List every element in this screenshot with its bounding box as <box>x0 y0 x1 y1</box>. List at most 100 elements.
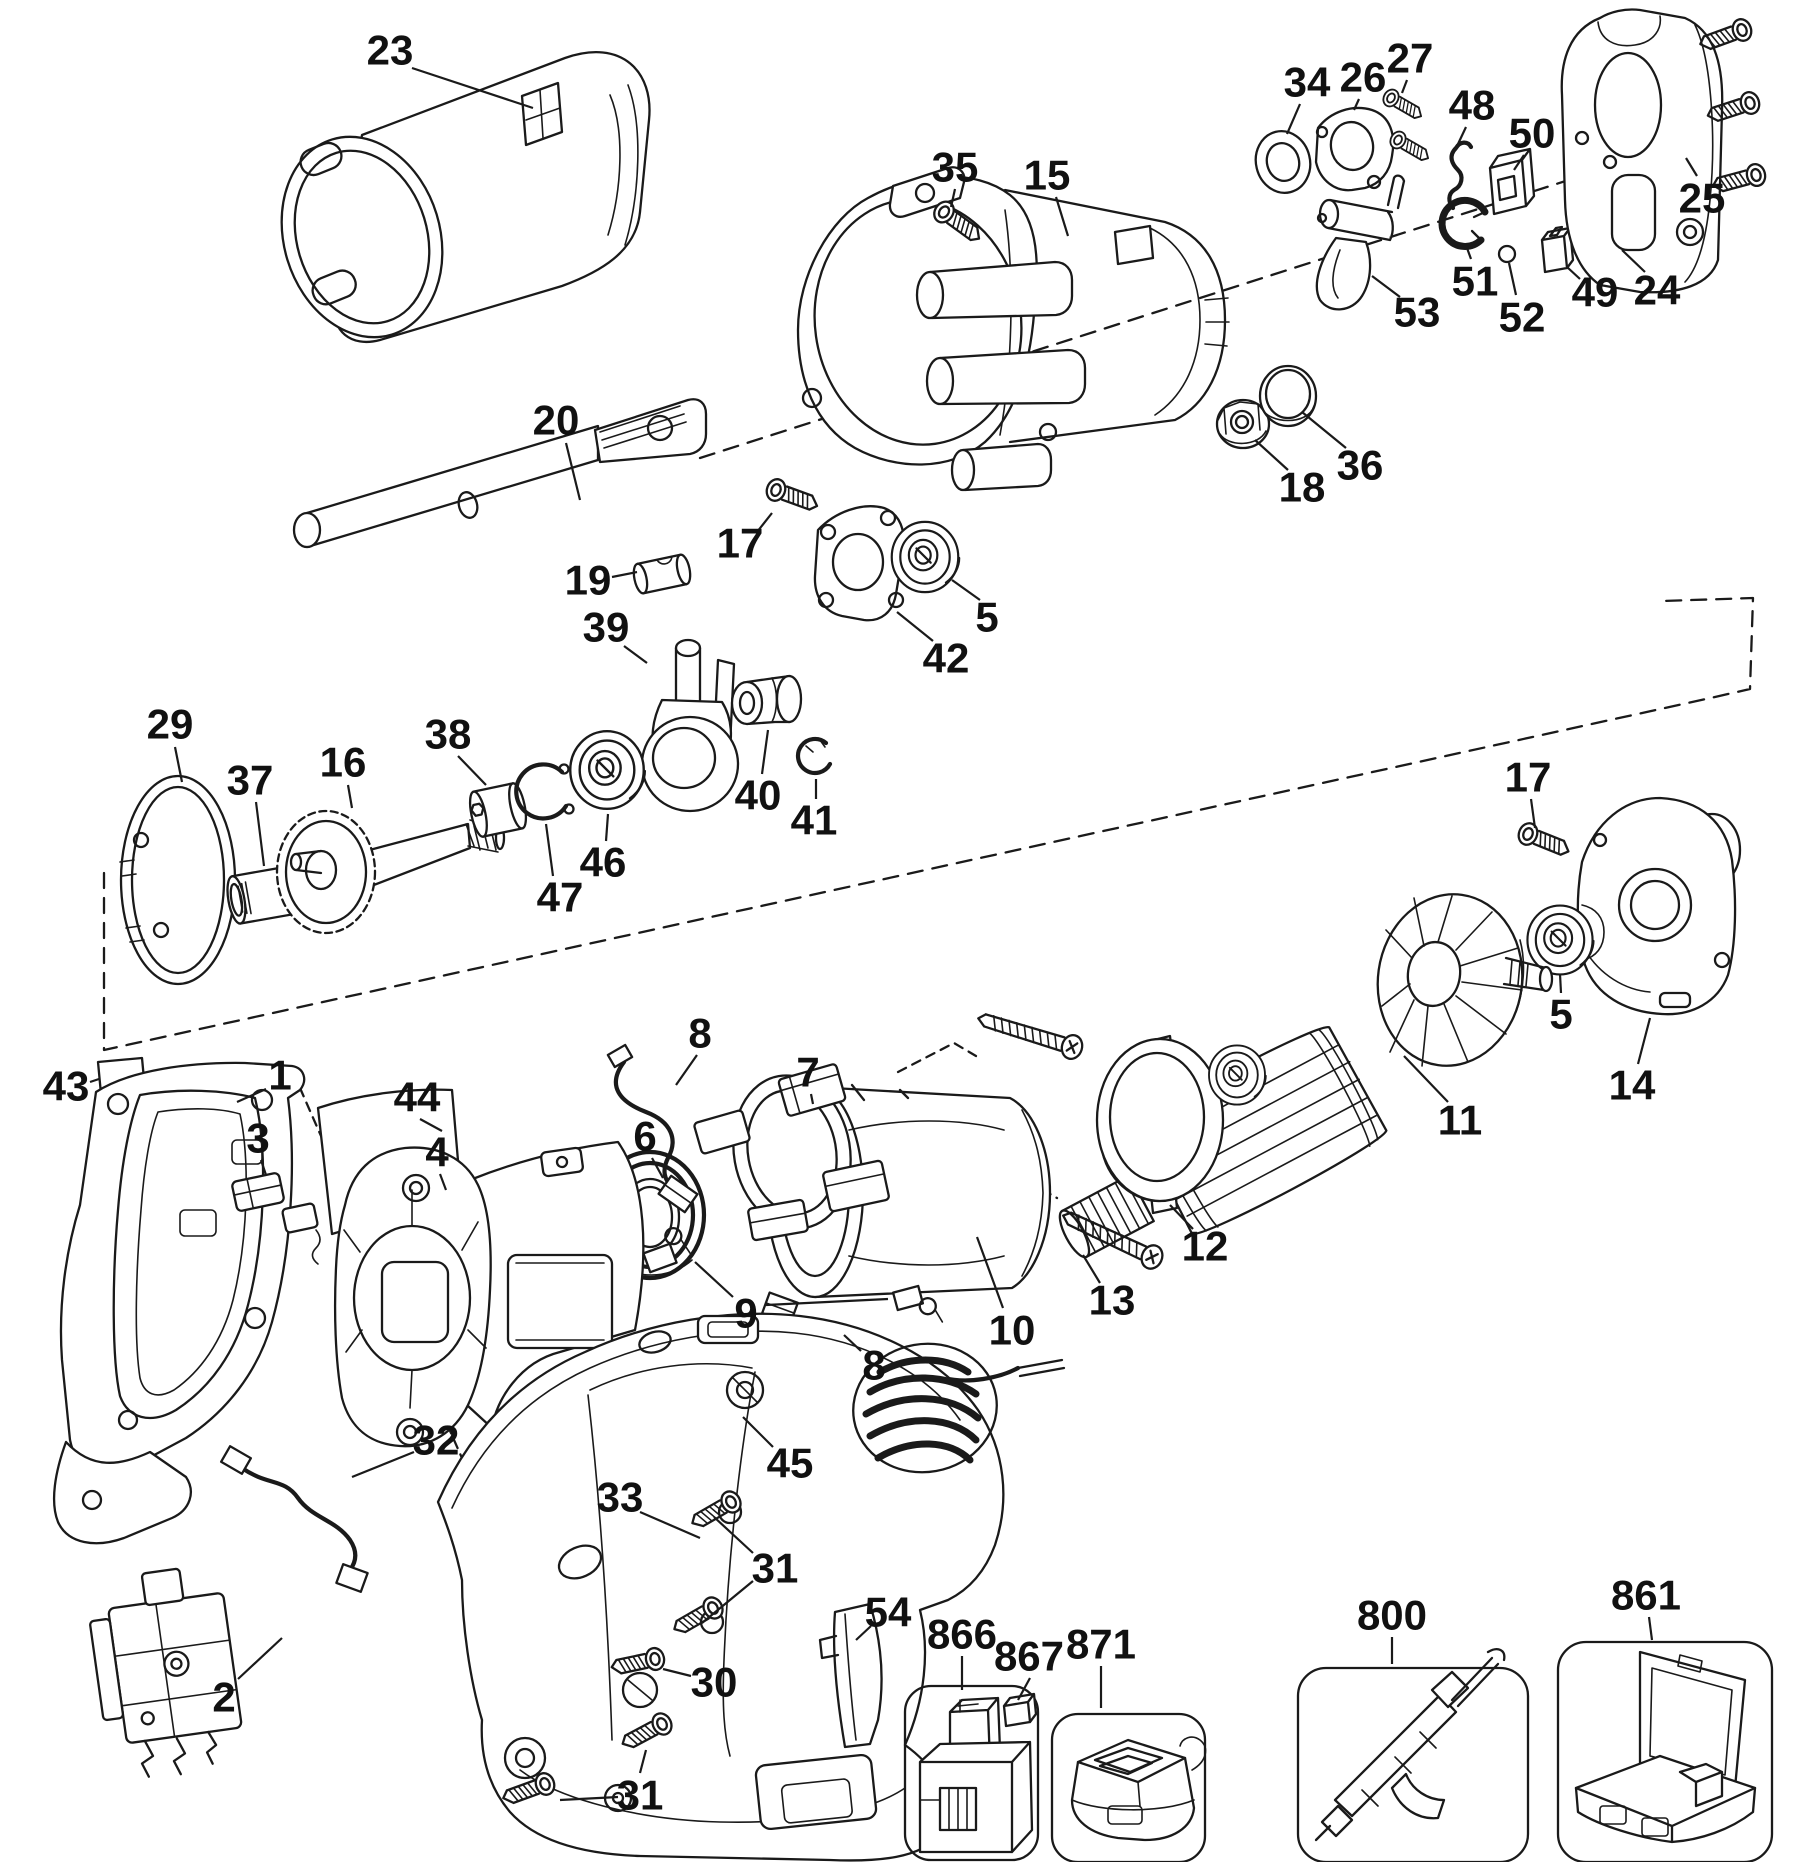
accessory-861-kit-box <box>1556 1640 1774 1862</box>
part-number-label: 8 <box>862 1342 885 1389</box>
leader-line <box>1647 1616 1654 1641</box>
part-number-label: 26 <box>1340 54 1387 101</box>
part-number-label: 867 <box>994 1633 1064 1680</box>
leader-line <box>855 1625 872 1641</box>
part-18-nut <box>1215 398 1271 450</box>
part-number-label: 6 <box>633 1113 656 1160</box>
leader-line <box>611 570 638 579</box>
part-5-bearing-top <box>890 520 961 594</box>
leader-line <box>843 1334 862 1352</box>
part-8-lead-wire-top <box>606 1043 699 1214</box>
leader-line <box>949 188 957 208</box>
leader-line <box>694 1261 734 1298</box>
leader-line <box>351 1450 415 1479</box>
part-number-label: 45 <box>767 1440 814 1487</box>
part-41-e-clip <box>795 736 833 775</box>
part-number-label: 27 <box>1387 35 1434 82</box>
part-3-lock-button <box>231 1172 321 1265</box>
part-23-motor-cover <box>280 51 651 343</box>
part-number-label: 41 <box>791 797 838 844</box>
part-7-brush-holder <box>693 1063 890 1242</box>
leader-line <box>1254 439 1289 471</box>
leader-line <box>1507 262 1518 296</box>
part-number-label: 51 <box>1452 258 1499 305</box>
part-14-motor-end-cap <box>1576 796 1742 1016</box>
leader-line <box>259 1159 268 1176</box>
leader-line <box>411 66 534 110</box>
leader-line <box>1169 1204 1194 1230</box>
part-number-label: 30 <box>691 1659 738 1706</box>
part-number-label: 19 <box>565 557 612 604</box>
part-number-label: 4 <box>425 1129 449 1176</box>
part-number-label: 10 <box>989 1307 1036 1354</box>
leader-line <box>1352 98 1361 111</box>
part-number-label: 47 <box>537 874 584 921</box>
leader-line <box>623 645 648 664</box>
part-number-label: 14 <box>1609 1062 1656 1109</box>
part-19-pin <box>632 553 692 595</box>
leader-line <box>438 1173 448 1191</box>
part-number-label: 37 <box>227 757 274 804</box>
part-39-crank-counterweight <box>640 638 740 813</box>
leader-line <box>1082 1254 1101 1284</box>
part-number-label: 25 <box>1679 175 1726 222</box>
leader-line <box>1301 411 1347 449</box>
part-54-cover-clip <box>818 1602 883 1749</box>
part-number-label: 49 <box>1572 269 1619 316</box>
part-34-washer <box>1254 130 1312 194</box>
part-4-motor-housing <box>333 1140 645 1448</box>
part-5-bearing-middle <box>1208 1044 1267 1106</box>
part-number-label: 44 <box>394 1074 441 1121</box>
part-number-label: 11 <box>1438 1097 1482 1144</box>
part-number-label: 8 <box>688 1010 711 1057</box>
accessory-871-charger-box <box>1050 1712 1207 1862</box>
part-number-label: 16 <box>320 739 367 786</box>
part-number-label: 48 <box>1449 82 1496 129</box>
part-number-label: 2 <box>212 1674 235 1721</box>
part-number-label: 20 <box>533 397 580 444</box>
leader-line <box>675 1054 698 1086</box>
part-38-spacer <box>468 782 528 838</box>
leader-line <box>713 1516 754 1554</box>
accessory-800-lubricator-box <box>1296 1648 1530 1862</box>
leader-line <box>639 1510 701 1540</box>
part-number-label: 38 <box>425 711 472 758</box>
part-number-label: 32 <box>413 1417 460 1464</box>
part-9-brush-set <box>642 1226 944 1323</box>
leader-line <box>742 1416 774 1448</box>
part-number-label: 7 <box>796 1049 819 1096</box>
part-number-label: 800 <box>1357 1592 1427 1639</box>
part-24-shoe-bracket <box>1560 8 1724 294</box>
part-number-label: 24 <box>1634 267 1681 314</box>
part-17-screw-left <box>762 475 823 517</box>
part-number-label: 31 <box>617 1772 664 1819</box>
accessory-866-battery-box <box>903 1684 1040 1862</box>
leader-line <box>701 1580 754 1624</box>
leader-line <box>896 611 934 642</box>
part-20-output-shaft <box>292 398 708 549</box>
part-5-bearing-right <box>1526 904 1595 976</box>
part-1-rear-housing <box>52 1061 306 1545</box>
leader-line <box>236 1087 267 1104</box>
leader-line <box>564 442 582 501</box>
part-15-gear-case <box>796 166 1230 492</box>
part-12-baffle <box>1095 1034 1225 1215</box>
part-number-label: 39 <box>583 604 630 651</box>
part-number-label: 9 <box>734 1290 757 1337</box>
leader-line <box>756 512 773 533</box>
leader-line <box>544 823 555 877</box>
leader-line <box>765 1297 889 1307</box>
part-number-label: 23 <box>367 27 414 74</box>
part-2-switch <box>89 1567 243 1778</box>
leader-line <box>1017 1677 1031 1701</box>
leader-line <box>237 1637 283 1680</box>
part-32-wire <box>219 1445 369 1593</box>
part-number-label: 13 <box>1089 1277 1136 1324</box>
part-26-bearing-plate <box>1314 106 1395 192</box>
part-17-screw-right <box>1514 819 1575 862</box>
part-number-label: 5 <box>1549 991 1572 1038</box>
part-number-label: 3 <box>246 1115 269 1162</box>
